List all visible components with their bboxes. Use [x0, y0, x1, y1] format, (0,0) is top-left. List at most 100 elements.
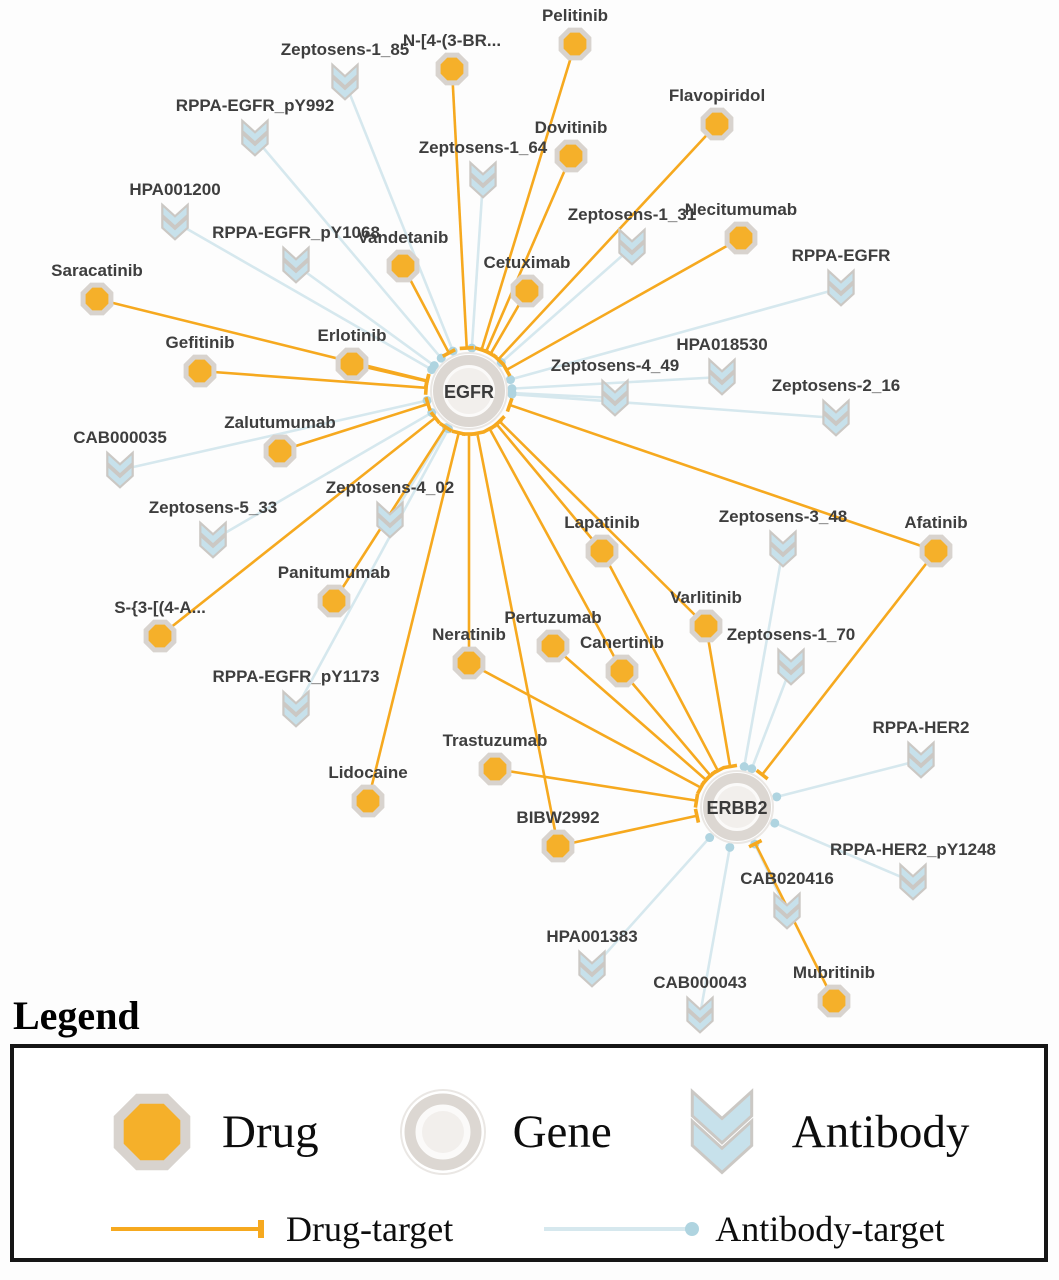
- node-zeptosens-1-85[interactable]: Zeptosens-1_85: [281, 40, 410, 101]
- node-label: BIBW2992: [516, 808, 599, 827]
- edge-zalutumumab-egfr: [279, 396, 432, 453]
- node-afatinib[interactable]: Afatinib: [904, 513, 968, 568]
- node-zeptosens-1-70[interactable]: Zeptosens-1_70: [727, 625, 856, 686]
- legend-item-gene: Gene: [395, 1084, 612, 1180]
- node-n-4-3-br[interactable]: N-[4-(3-BR...: [403, 31, 501, 86]
- edge-necitumumab-egfr: [501, 236, 742, 377]
- edge-s-3-4-a-egfr: [159, 411, 442, 638]
- antibody-chevron-shape: [690, 1088, 753, 1175]
- antibody-chevron-icon: [578, 949, 606, 988]
- node-label: Zeptosens-4_49: [551, 356, 680, 375]
- edge-rppa-egfr-py1068-egfr: [295, 263, 439, 371]
- node-zeptosens-1-31[interactable]: Zeptosens-1_31: [568, 205, 697, 266]
- node-label: Flavopiridol: [669, 86, 765, 105]
- node-saracatinib[interactable]: Saracatinib: [51, 261, 143, 316]
- node-hpa001383[interactable]: HPA001383: [546, 927, 638, 988]
- node-varlitinib[interactable]: Varlitinib: [670, 588, 742, 643]
- drug-target-tee: [424, 396, 432, 412]
- node-neratinib[interactable]: Neratinib: [432, 625, 506, 680]
- node-label: Zeptosens-5_33: [149, 498, 278, 517]
- antibody-target-dot: [685, 1222, 700, 1236]
- antibody-chevron-icon: [376, 500, 404, 539]
- antibody-chevron-icon: [708, 357, 736, 396]
- node-label: RPPA-EGFR_pY1173: [213, 667, 380, 686]
- node-panitumumab[interactable]: Panitumumab: [278, 563, 390, 618]
- node-rppa-her2[interactable]: RPPA-HER2: [873, 718, 970, 779]
- edge-zeptosens-1-64-egfr: [467, 179, 485, 353]
- edge-varlitinib-egfr: [493, 415, 707, 627]
- node-erbb2[interactable]: ERBB2: [700, 770, 774, 844]
- node-zeptosens-5-33[interactable]: Zeptosens-5_33: [149, 498, 278, 559]
- node-necitumumab[interactable]: Necitumumab: [685, 200, 797, 255]
- node-label: Zeptosens-2_16: [772, 376, 901, 395]
- node-mubritinib[interactable]: Mubritinib: [793, 963, 875, 1018]
- node-zeptosens-4-49[interactable]: Zeptosens-4_49: [551, 356, 680, 417]
- node-label: Zeptosens-1_31: [568, 205, 697, 224]
- drug-target-tee: [451, 429, 466, 437]
- drug-target-tee: [693, 808, 701, 823]
- antibody-chevron-icon: [161, 202, 189, 241]
- antibody-target-dot: [739, 762, 749, 772]
- node-cab000043[interactable]: CAB000043: [653, 973, 747, 1034]
- drug-target-tee: [755, 768, 769, 781]
- node-bibw2992[interactable]: BIBW2992: [516, 808, 600, 863]
- drug-target-tee: [693, 793, 700, 808]
- node-label: Zeptosens-4_02: [326, 478, 455, 497]
- node-cetuximab[interactable]: Cetuximab: [484, 253, 571, 308]
- node-pelitinib[interactable]: Pelitinib: [542, 6, 608, 61]
- node-cab000035[interactable]: CAB000035: [73, 428, 167, 489]
- drug-target-tee: [470, 430, 485, 437]
- drug-octagon-icon: [263, 434, 297, 468]
- antibody-chevron-icon: [907, 740, 935, 779]
- drug-octagon-icon: [700, 107, 734, 141]
- antibody-chevron-icon: [601, 378, 629, 417]
- node-zeptosens-4-02[interactable]: Zeptosens-4_02: [326, 478, 455, 539]
- antibody-target-dot: [725, 842, 735, 852]
- node-hpa001200[interactable]: HPA001200: [129, 180, 221, 241]
- node-dovitinib[interactable]: Dovitinib: [535, 118, 608, 173]
- drug-octagon-icon: [113, 1093, 191, 1171]
- drug-target-tee: [505, 397, 514, 413]
- node-vandetanib[interactable]: Vandetanib: [358, 228, 449, 283]
- node-egfr[interactable]: EGFR: [430, 352, 508, 430]
- legend-node-row: Drug Gene Antibody: [14, 1048, 1044, 1180]
- node-rppa-egfr-py1173[interactable]: RPPA-EGFR_pY1173: [213, 667, 380, 728]
- drug-target-tee: [493, 415, 506, 428]
- node-label: Saracatinib: [51, 261, 143, 280]
- node-zeptosens-2-16[interactable]: Zeptosens-2_16: [772, 376, 901, 437]
- node-zalutumumab[interactable]: Zalutumumab: [224, 413, 336, 468]
- node-label: Trastuzumab: [443, 731, 548, 750]
- node-rppa-her2-py1248[interactable]: RPPA-HER2_pY1248: [830, 840, 996, 901]
- node-label: Lapatinib: [564, 513, 640, 532]
- node-rppa-egfr-py992[interactable]: RPPA-EGFR_pY992: [176, 96, 334, 157]
- node-trastuzumab[interactable]: Trastuzumab: [443, 731, 548, 786]
- node-rppa-egfr-py1068[interactable]: RPPA-EGFR_pY1068: [212, 223, 380, 284]
- node-cab020416[interactable]: CAB020416: [740, 869, 834, 930]
- node-canertinib[interactable]: Canertinib: [580, 633, 664, 688]
- drug-octagon-icon: [919, 534, 953, 568]
- node-lidocaine[interactable]: Lidocaine: [328, 763, 408, 818]
- node-erlotinib[interactable]: Erlotinib: [318, 326, 387, 381]
- drug-target-tee: [501, 362, 512, 377]
- edge-n-4-3-br-egfr: [450, 68, 474, 351]
- network-graph: EGFR ERBB2 Zeptosens-1_85RPPA-EGFR_pY992Ze…: [51, 6, 996, 1034]
- node-lapatinib[interactable]: Lapatinib: [564, 513, 640, 568]
- node-gefitinib[interactable]: Gefitinib: [166, 333, 235, 388]
- node-hpa018530[interactable]: HPA018530: [676, 335, 768, 396]
- gene-circle-icon: [399, 1089, 486, 1175]
- antibody-chevron-icon: [899, 862, 927, 901]
- node-s-3-4-a[interactable]: S-{3-[(4-A...: [114, 598, 206, 653]
- node-pertuzumab[interactable]: Pertuzumab: [504, 608, 602, 663]
- node-label: Pelitinib: [542, 6, 608, 25]
- node-label: Vandetanib: [358, 228, 449, 247]
- node-zeptosens-3-48[interactable]: Zeptosens-3_48: [719, 507, 848, 568]
- drug-octagon-icon: [478, 752, 512, 786]
- antibody-target-dot: [507, 389, 517, 399]
- gene-outer-ring: [700, 770, 774, 844]
- node-flavopiridol[interactable]: Flavopiridol: [669, 86, 765, 141]
- node-rppa-egfr[interactable]: RPPA-EGFR: [792, 246, 891, 307]
- node-zeptosens-1-64[interactable]: Zeptosens-1_64: [419, 138, 548, 199]
- node-label: CAB000035: [73, 428, 167, 447]
- node-label: Lidocaine: [328, 763, 407, 782]
- node-label: CAB000043: [653, 973, 747, 992]
